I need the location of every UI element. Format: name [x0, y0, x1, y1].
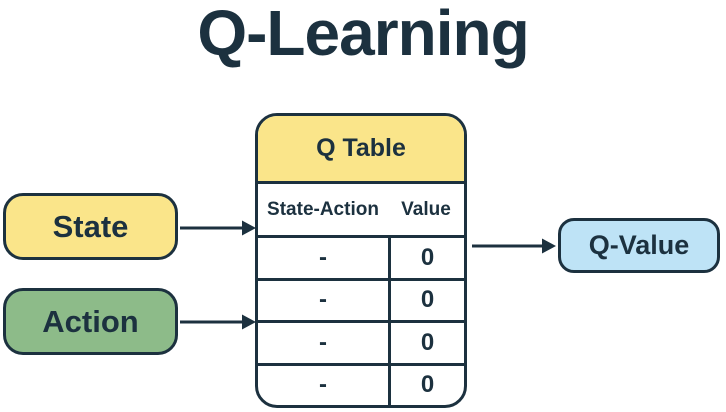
table-row: - 0 — [258, 238, 464, 281]
state-action-cell: - — [319, 371, 327, 399]
state-action-cell: - — [319, 243, 327, 271]
state-to-qtable-arrow — [180, 220, 256, 236]
column-header-value: Value — [401, 198, 451, 220]
q-value-node-label: Q-Value — [588, 230, 690, 260]
value-cell: 0 — [388, 280, 464, 320]
q-table-title: Q Table — [316, 134, 406, 162]
action-to-qtable-arrow — [180, 314, 256, 330]
q-table: Q Table State-Action Value - 0 - 0 - 0 -… — [255, 113, 467, 408]
table-row: - 0 — [258, 280, 464, 323]
action-node: Action — [3, 288, 178, 355]
q-table-column-headers: State-Action Value — [258, 184, 464, 238]
state-node: State — [3, 193, 178, 260]
page-title: Q-Learning — [197, 0, 529, 69]
column-header-state-action: State-Action — [267, 198, 379, 220]
value-cell: 0 — [388, 238, 464, 278]
table-row: - 0 — [258, 365, 464, 405]
q-value-node: Q-Value — [558, 218, 720, 273]
action-node-label: Action — [42, 303, 139, 339]
state-action-cell: - — [319, 328, 327, 356]
state-action-cell: - — [319, 286, 327, 314]
value-cell: 0 — [388, 365, 464, 405]
state-node-label: State — [52, 208, 129, 244]
qtable-to-qvalue-arrow — [472, 238, 556, 254]
table-row: - 0 — [258, 323, 464, 366]
value-cell: 0 — [388, 323, 464, 363]
q-table-header: Q Table — [258, 116, 464, 184]
